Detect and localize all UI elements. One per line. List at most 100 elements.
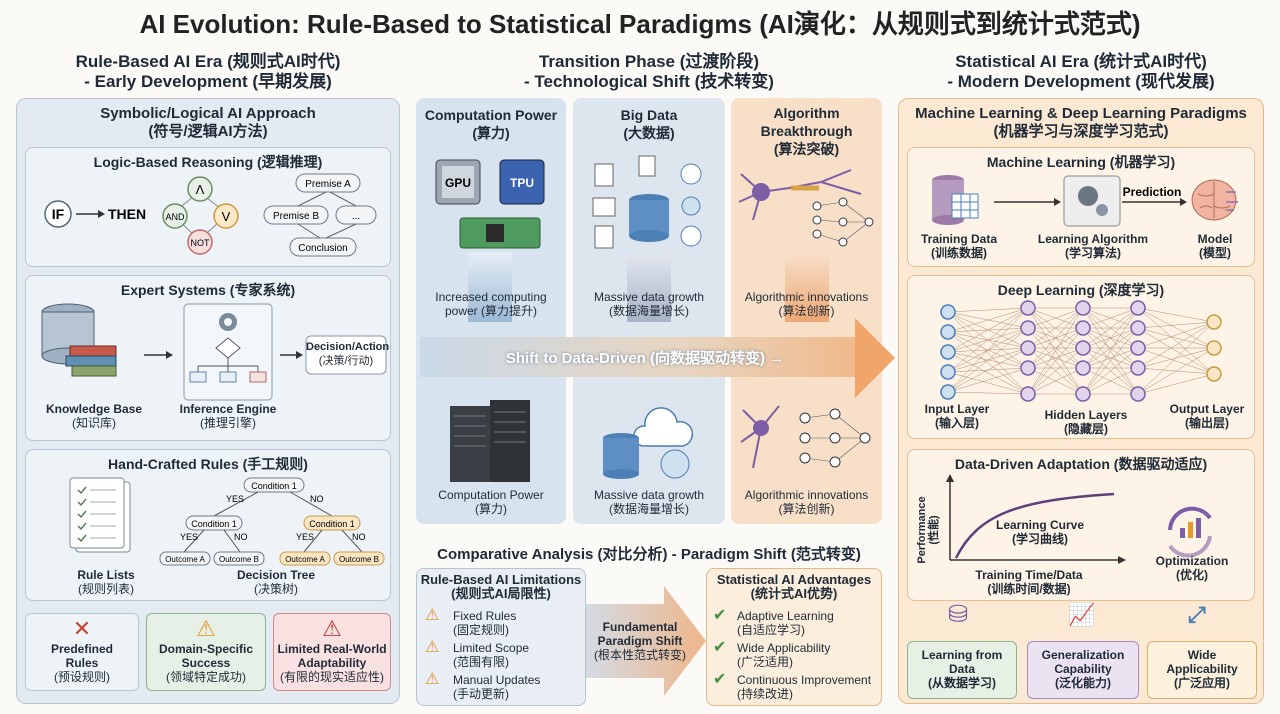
up-arrow-data [627, 252, 671, 322]
gear-icon [219, 313, 237, 331]
logic-title: Logic-Based Reasoning (逻辑推理) [93, 154, 323, 170]
comp-title-en: Computation Power [424, 107, 558, 123]
training-data-icon [932, 175, 979, 225]
if-label: IF [52, 206, 65, 222]
curve-cn: (学习曲线) [1012, 532, 1068, 546]
la-cn: (学习算法) [1065, 246, 1121, 260]
network-node [1206, 366, 1222, 382]
network-edge [1082, 347, 1139, 369]
decision-en: Decision/Action [306, 341, 390, 353]
bar-chart-icon: 📈 [1068, 602, 1096, 627]
tile3-line1: Limited Real-World [277, 642, 387, 656]
outcome-a-2: Outcome A [285, 555, 325, 564]
database-icon: ⛁ [948, 601, 969, 628]
network-edge [947, 327, 1029, 393]
data-title-en: Big Data [620, 107, 678, 123]
rtile3-line2: Applicability [1166, 662, 1238, 676]
rule-lists-cn: (规则列表) [78, 582, 134, 596]
conclusion: Conclusion [298, 243, 347, 254]
network-node [1075, 386, 1091, 402]
data-mid-1: Massive data growth [593, 290, 705, 304]
comp-bottom-label: Computation Power (算力) [420, 488, 562, 516]
network-edge [1137, 321, 1215, 369]
network-edge [947, 311, 1029, 395]
network-node [1020, 320, 1036, 336]
input-layer-label: Input Layer (输入层) [912, 402, 1002, 430]
network-edge [947, 307, 1029, 373]
advantages-title-en: Statistical AI Advantages [716, 572, 872, 587]
symbolic-title-cn: (符号/逻辑AI方法) [148, 123, 268, 140]
tile2-line3: (领域特定成功) [166, 670, 246, 684]
out-cn: (输出层) [1185, 416, 1229, 430]
network-node [1020, 340, 1036, 356]
adv-en: Continuous Improvement [737, 673, 872, 687]
left-header-line2: - Early Development (早期发展) [84, 72, 332, 91]
opt-en: Optimization [1155, 554, 1229, 568]
network-edge [1082, 307, 1139, 349]
network-edge [1027, 307, 1084, 329]
rtile1-line1: Learning from [921, 648, 1003, 662]
tile3-line3: (有限的现实适应性) [280, 670, 384, 684]
algo-bot-2: (算法创新) [778, 502, 835, 516]
data-bot-2: (数据海量增长) [609, 502, 689, 516]
la-en: Learning Algorithm [1037, 232, 1149, 246]
rules-diagram: Condition 1 YES NO Condition 1 Condition… [69, 477, 385, 566]
comp-bot-2: (算力) [475, 502, 507, 516]
network-node [1075, 320, 1091, 336]
checklist-icon [69, 477, 131, 553]
paradigm-shift-arrow [586, 586, 706, 696]
opt-cn: (优化) [1176, 568, 1208, 582]
decision-label: Decision/Action (决策/行动) [306, 340, 390, 368]
tile1-line3: (预设规则) [54, 670, 110, 684]
network-edge [1137, 373, 1215, 395]
rtile3-line1: Wide [1187, 648, 1217, 662]
perf-en: Performance [916, 496, 928, 564]
warning-icon: ⚠ [196, 616, 216, 641]
network-edge [947, 331, 1029, 395]
rules-title: Hand-Crafted Rules (手工规则) [108, 456, 308, 472]
algo-mid-2: (算法创新) [778, 304, 835, 318]
tile1-line1: Predefined [50, 642, 113, 656]
rtile2-line3: (泛化能力) [1055, 676, 1111, 690]
adv-cn: (广泛适用) [737, 655, 793, 669]
network-edge [947, 371, 1029, 395]
learning-algorithm-label: Learning Algorithm (学习算法) [1030, 232, 1156, 260]
comp-title: Computation Power (算力) [416, 106, 566, 142]
expert-diagram [41, 303, 387, 401]
gpu-label: GPU [445, 176, 471, 190]
rule-lists-en: Rule Lists [77, 568, 135, 582]
network-edge [1137, 321, 1215, 349]
algo-title-cn: (算法突破) [773, 141, 840, 157]
up-arrow-algo [785, 256, 829, 322]
tree-yes-1: YES [226, 494, 244, 504]
tile2-line1: Domain-Specific [158, 642, 254, 656]
kb-label: Knowledge Base (知识库) [34, 402, 154, 430]
paradigm-shift-label: Fundamental Paradigm Shift (根本性范式转变) [588, 620, 692, 662]
advantage-item: ✔ Wide Applicability(广泛适用) [713, 640, 879, 670]
advantage-item: ✔ Continuous Improvement(持续改进) [713, 672, 879, 702]
algo-bottom-label: Algorithmic innovations (算法创新) [733, 488, 880, 516]
comp-mid-label: Increased computing power (算力提升) [420, 290, 562, 318]
in-en: Input Layer [924, 402, 990, 416]
network-edge [947, 351, 1029, 395]
outcome-a-1: Outcome A [165, 555, 205, 564]
premise-a: Premise A [305, 179, 351, 190]
tile1-line2: Rules [65, 656, 99, 670]
network-edge [1027, 307, 1084, 395]
shift-box-line3: (根本性范式转变) [594, 648, 686, 662]
network-edge [947, 307, 1029, 393]
network-edge [1137, 307, 1215, 349]
page-title: AI Evolution: Rule-Based to Statistical … [139, 9, 1141, 39]
network-edge [947, 307, 1029, 333]
learning-curve-chart [946, 474, 1212, 564]
and-node: AND [165, 212, 185, 222]
network-node [940, 364, 956, 380]
network-node [1206, 340, 1222, 356]
network-edge [1082, 307, 1139, 329]
tile-wide-applicability: ⤢ Wide Applicability (广泛应用) [1147, 604, 1257, 699]
expert-systems-box: Expert Systems (专家系统) [25, 275, 391, 441]
in-cn: (输入层) [935, 416, 979, 430]
network-node [1206, 314, 1222, 330]
computation-column: Computation Power (算力) GPU TPU Increased… [416, 98, 566, 524]
output-layer-label: Output Layer (输出层) [1162, 402, 1252, 430]
